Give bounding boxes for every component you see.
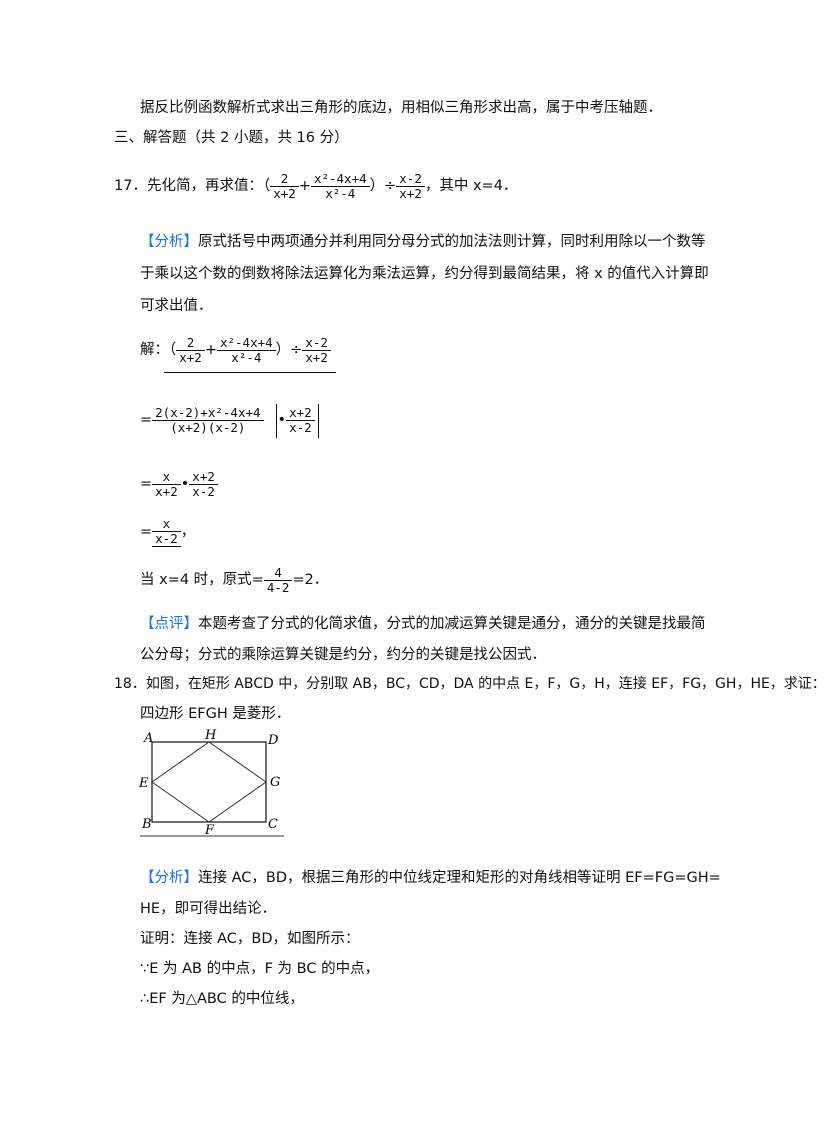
- numerator: x²-4x+4: [310, 171, 370, 187]
- analysis-tag: 【分析】: [140, 234, 198, 250]
- comment-line: 【点评】本题考查了分式的化简求值，分式的加减运算关键是通分，通分的关键是找最简: [140, 614, 706, 634]
- denominator: x²-4: [325, 185, 356, 201]
- analysis-line: 于乘以这个数的倒数将除法运算化为乘法运算，约分得到最简结果，将 x 的值代入计算…: [140, 266, 709, 282]
- denominator: x+2: [179, 349, 202, 365]
- analysis-line: 【分析】原式括号中两项通分并利用同分母分式的加法法则计算，同时利用除以一个数等: [140, 232, 706, 252]
- denominator: x+2: [399, 185, 422, 201]
- analysis-tag: 【分析】: [140, 870, 198, 886]
- multiply-dot: •: [180, 476, 190, 492]
- continuation-text: 据反比例函数解析式求出三角形的底边，用相似三角形求出高，属于中考压轴题．: [140, 100, 662, 116]
- comment-text: 本题考查了分式的化简求值，分式的加减运算关键是通分，通分的关键是找最简: [198, 616, 706, 632]
- numerator: 2(x-2)+x²-4x+4: [152, 405, 264, 421]
- denominator: x-2: [192, 483, 215, 499]
- proof-line: 证明：连接 AC，BD，如图所示：: [140, 931, 360, 947]
- paren-open: （: [169, 342, 177, 358]
- denominator: x+2: [273, 185, 296, 201]
- equals-sign: =: [140, 524, 153, 540]
- comment-tag: 【点评】: [140, 616, 198, 632]
- numerator: x-2: [302, 335, 331, 351]
- rectangle-abcd: [151, 741, 267, 823]
- question-number: 17．: [114, 178, 147, 194]
- analysis-line: HE，即可得出结论．: [140, 901, 277, 917]
- final-result: =2．: [292, 572, 329, 588]
- denominator: x-2: [152, 532, 181, 547]
- label-h: H: [204, 728, 217, 743]
- final-text: 当 x=4 时，原式=: [140, 572, 264, 588]
- comment-line: 公分母；分式的乘除运算关键是约分，约分的关键是找公因式．: [140, 647, 546, 663]
- numerator: x+2: [189, 469, 218, 485]
- equals-sign: =: [140, 412, 153, 428]
- denominator: (x+2)(x-2): [170, 419, 246, 435]
- label-d: D: [267, 733, 279, 748]
- denominator: x+2: [155, 483, 178, 499]
- equals-sign: =: [140, 476, 153, 492]
- numerator: 2: [270, 171, 299, 187]
- proof-line: ∴EF 为△ABC 的中位线，: [140, 991, 304, 1007]
- denominator: x+2: [305, 349, 328, 365]
- denominator: 4-2: [266, 579, 290, 595]
- numerator: x: [152, 469, 181, 485]
- underline-rule: [164, 372, 336, 373]
- analysis-text: 连接 AC，BD，根据三角形的中位线定理和矩形的对角线相等证明 EF=FG=GH…: [198, 870, 721, 886]
- label-a: A: [143, 731, 153, 746]
- denominator: x²-4: [231, 349, 262, 365]
- numerator: x²-4x+4: [216, 335, 276, 351]
- analysis-line: 可求出值．: [140, 298, 213, 314]
- rectangle-figure: A H D E G B F C: [138, 728, 284, 838]
- analysis-line: 【分析】连接 AC，BD，根据三角形的中位线定理和矩形的对角线相等证明 EF=F…: [140, 868, 721, 888]
- rhombus-efgh: [151, 741, 267, 823]
- punctuation: ，: [180, 524, 196, 540]
- label-g: G: [270, 775, 280, 790]
- section-title: 三、解答题（共 2 小题，共 16 分）: [114, 130, 349, 146]
- question-18-line2: 四边形 EFGH 是菱形．: [140, 706, 291, 722]
- operator: +: [298, 178, 311, 194]
- denominator: x-2: [289, 419, 312, 435]
- fraction: 2(x-2)+x²-4x+4(x+2)(x-2): [152, 405, 264, 435]
- numerator: 4: [263, 565, 293, 581]
- label-b: B: [141, 817, 152, 832]
- solution-label: 解：: [140, 342, 169, 358]
- numerator: x+2: [286, 405, 315, 421]
- paren-open: （: [262, 178, 271, 194]
- operator: ）÷: [275, 342, 303, 358]
- operator: ）÷: [369, 178, 397, 194]
- question-18: 18．如图，在矩形 ABCD 中，分别取 AB，BC，CD，DA 的中点 E，F…: [114, 676, 826, 692]
- question-text: 先化简，再求值：: [146, 178, 263, 194]
- proof-line: ∵E 为 AB 的中点，F 为 BC 的中点，: [140, 961, 380, 977]
- bracket-line: [276, 404, 277, 438]
- numerator: x-2: [396, 171, 425, 187]
- operator: +: [204, 342, 217, 358]
- analysis-text: 原式括号中两项通分并利用同分母分式的加法法则计算，同时利用除以一个数等: [198, 234, 706, 250]
- label-c: C: [268, 817, 278, 832]
- numerator: x: [152, 517, 181, 532]
- bracket-line: [318, 404, 319, 438]
- multiply-dot: •: [277, 412, 287, 428]
- label-f: F: [204, 823, 215, 838]
- label-e: E: [138, 776, 149, 791]
- numerator: 2: [176, 335, 205, 351]
- question-condition: ，其中 x=4．: [424, 178, 518, 194]
